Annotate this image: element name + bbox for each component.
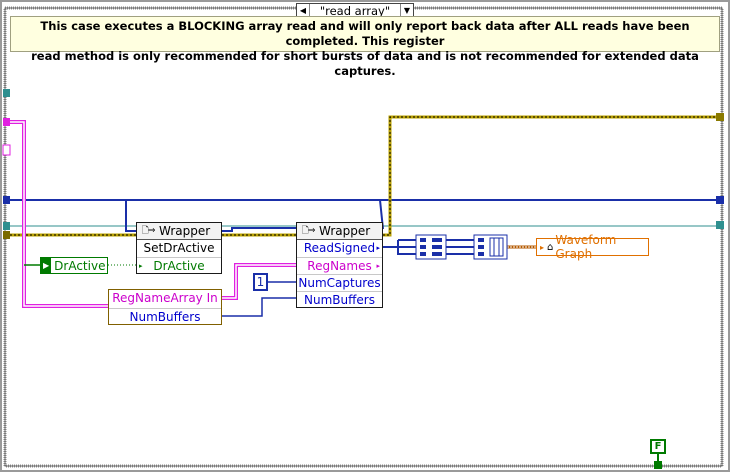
- wire-pink-regnames: [222, 263, 296, 300]
- wrapper2-terminal-numcaptures[interactable]: NumCaptures: [297, 274, 382, 291]
- build-array-node: [415, 234, 447, 260]
- dr-active-constant[interactable]: ▶ DrActive: [40, 257, 108, 274]
- waveform-graph-terminal[interactable]: ▸ ⌂ Waveform Graph: [536, 233, 649, 261]
- terminal-label: RegNameArray In: [112, 291, 218, 305]
- case-dropdown-arrow[interactable]: ▼: [403, 6, 411, 15]
- output-arrow-icon: ▸: [376, 244, 380, 252]
- diagram-comment[interactable]: This case executes a BLOCKING array read…: [10, 16, 720, 78]
- class-method-icon: 🗋⇒: [141, 226, 156, 236]
- case-prev-arrow[interactable]: ◀: [299, 6, 307, 15]
- arrow-right-icon: ▸: [540, 242, 545, 252]
- terminal-label: NumBuffers: [129, 310, 201, 324]
- wire-numbuffers: [222, 297, 296, 317]
- constant-value: F: [654, 441, 662, 452]
- wire-ref-wrapper1-to-wrapper2: [222, 227, 296, 232]
- tunnel-blue: [3, 196, 10, 204]
- tunnel-right-teal: [716, 221, 724, 229]
- wrapper2-terminal-numbuffers[interactable]: NumBuffers: [297, 291, 382, 308]
- wrapper1-title: Wrapper: [159, 224, 211, 238]
- tunnel-right-blue: [716, 196, 724, 204]
- terminal-label: RegNames: [307, 259, 372, 273]
- tunnel-teal-top: [3, 89, 10, 97]
- wrapper2-terminal-readsigned[interactable]: ReadSigned ▸: [297, 240, 382, 257]
- false-constant[interactable]: F: [650, 439, 666, 454]
- waveform-graph-label: Waveform Graph: [555, 233, 617, 261]
- wrapper-node-set-dr-active[interactable]: 🗋⇒ Wrapper SetDrActive DrActive ▸: [136, 222, 222, 274]
- unbundle-terminal-regnamearray[interactable]: RegNameArray In: [109, 290, 221, 308]
- tunnel-teal: [3, 222, 10, 230]
- input-arrow-icon: ▸: [139, 262, 143, 270]
- wrapper1-terminal-label: DrActive: [153, 259, 205, 273]
- wire-pink-string-array: [10, 120, 108, 308]
- wrapper2-terminal-regnames[interactable]: RegNames ▸: [297, 257, 382, 274]
- tunnel-yellow: [3, 231, 10, 239]
- tunnel-right-yellow: [716, 113, 724, 121]
- terminal-label: NumBuffers: [304, 293, 375, 307]
- wrapper2-header: 🗋⇒ Wrapper: [297, 223, 382, 240]
- wire-error-cluster: [10, 115, 716, 237]
- tunnel-pink: [3, 118, 10, 126]
- dr-active-label: DrActive: [54, 258, 106, 273]
- numeric-constant-one[interactable]: 1: [253, 273, 268, 291]
- wrapper-node-read-array[interactable]: 🗋⇒ Wrapper ReadSigned ▸ RegNames ▸ NumCa…: [296, 222, 383, 308]
- bundle-waveform-node: [473, 234, 508, 260]
- output-arrow-icon: ▸: [376, 262, 380, 270]
- terminal-label: ReadSigned: [303, 241, 376, 255]
- home-icon: ⌂: [547, 241, 554, 253]
- comment-line-1: This case executes a BLOCKING array read…: [40, 19, 690, 48]
- constant-value: 1: [256, 275, 265, 289]
- reg-unbundle-node[interactable]: RegNameArray In NumBuffers: [108, 289, 222, 325]
- wire-readsigned-output: [383, 239, 536, 255]
- tunnel-pink-index: [2, 144, 11, 156]
- arrow-right-icon: ▶: [41, 258, 52, 273]
- terminal-label: NumCaptures: [298, 276, 381, 290]
- class-method-icon: 🗋⇒: [301, 226, 316, 236]
- wrapper2-title: Wrapper: [319, 224, 371, 238]
- unbundle-terminal-numbuffers[interactable]: NumBuffers: [109, 308, 221, 325]
- case-selector-value[interactable]: "read array": [309, 3, 401, 18]
- wrapper1-header: 🗋⇒ Wrapper: [137, 223, 221, 240]
- comment-line-2: read method is only recommended for shor…: [31, 49, 699, 78]
- wrapper1-terminal-dractive[interactable]: DrActive ▸: [137, 257, 221, 274]
- wrapper1-method: SetDrActive: [143, 241, 215, 255]
- tunnel-bottom-bool: [654, 461, 662, 469]
